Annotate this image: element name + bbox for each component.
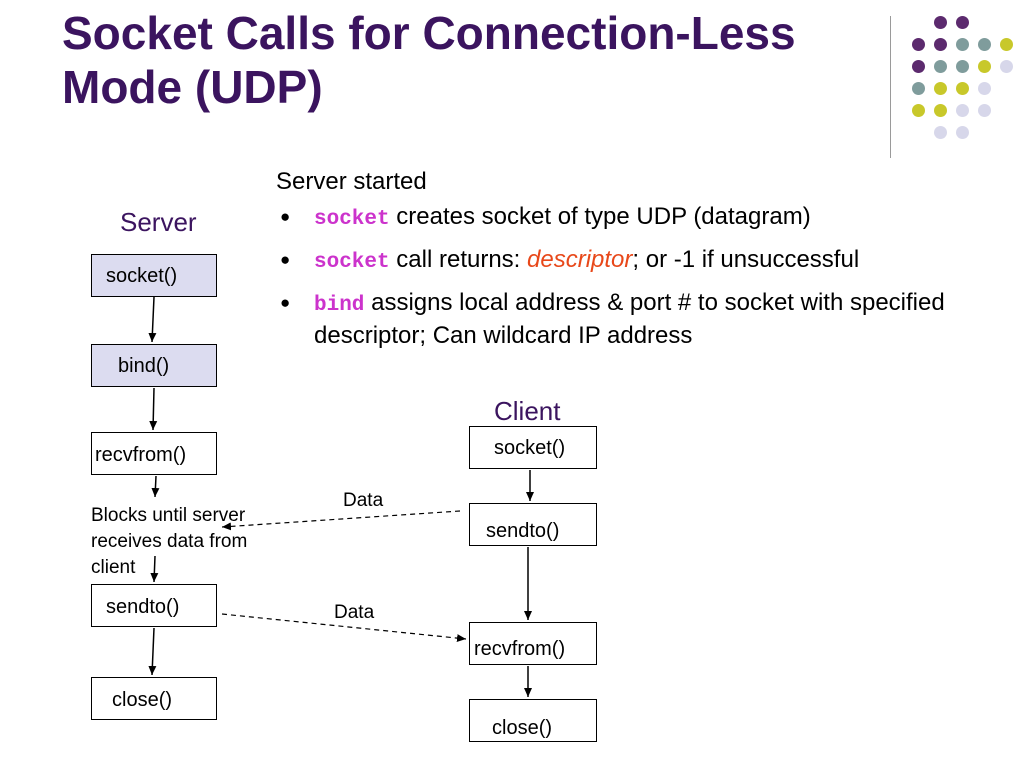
decorative-dot	[934, 82, 947, 95]
code-socket: socket	[314, 251, 390, 274]
decorative-dot	[912, 104, 925, 117]
decorative-dot	[956, 16, 969, 29]
arrow-socket-to-bind	[148, 296, 157, 343]
arrow-data-request	[221, 510, 461, 531]
client-sendto-label: sendto()	[486, 520, 560, 542]
explanation-text: Server started ● socket creates socket o…	[276, 167, 1016, 361]
title-line-1: Socket Calls for Connection-Less	[62, 7, 796, 59]
slide-title: Socket Calls for Connection-Less Mode (U…	[62, 6, 882, 114]
bullet-tail: ; or -1 if unsuccessful	[632, 246, 860, 273]
blocks-note-line-1: Blocks until server	[91, 505, 246, 526]
blocks-note-line-2: receives data from	[91, 531, 248, 552]
arrow-block-to-sendto	[150, 555, 159, 583]
decorative-dot	[934, 104, 947, 117]
bullet-socket-returns: ● socket call returns: descriptor; or -1…	[276, 245, 1016, 278]
server-label: Server	[120, 207, 197, 237]
server-recvfrom-box: recvfrom()	[91, 432, 217, 475]
data-label-reply: Data	[334, 602, 375, 623]
decorative-dot	[934, 60, 947, 73]
server-bind-box: bind()	[91, 344, 217, 387]
client-recvfrom-label: recvfrom()	[474, 638, 566, 660]
bullet-icon: ●	[280, 250, 291, 269]
client-label: Client	[494, 396, 561, 426]
server-socket-label: socket()	[106, 265, 178, 287]
decorative-dot	[978, 104, 991, 117]
code-socket: socket	[314, 208, 390, 231]
decorative-dot	[956, 104, 969, 117]
decorative-dot	[978, 82, 991, 95]
decorative-dot	[1000, 60, 1013, 73]
arrow-recvfrom-to-block	[151, 475, 160, 498]
decorative-dot	[912, 82, 925, 95]
arrow-data-reply	[221, 613, 467, 643]
server-recvfrom-label: recvfrom()	[95, 444, 187, 466]
title-line-2: Mode (UDP)	[62, 61, 323, 113]
server-close-label: close()	[112, 689, 173, 711]
server-bind-label: bind()	[118, 355, 170, 377]
data-label-request: Data	[343, 490, 384, 511]
decorative-dot	[934, 16, 947, 29]
decorative-dot	[934, 38, 947, 51]
decorative-dot	[912, 60, 925, 73]
server-sendto-box: sendto()	[91, 584, 217, 627]
bullet-bind: ● bind assigns local address & port # to…	[276, 288, 1016, 351]
decorative-dot	[956, 60, 969, 73]
client-close-box: close()	[469, 699, 597, 742]
decorative-dot	[934, 126, 947, 139]
client-sendto-box: sendto()	[469, 503, 597, 546]
decorative-dot	[1000, 38, 1013, 51]
arrow-sendto-to-close	[148, 627, 157, 676]
arrow-bind-to-recvfrom	[149, 387, 158, 431]
bullet-text: assigns local address & port # to socket…	[314, 289, 945, 349]
client-recvfrom-box: recvfrom()	[469, 622, 597, 665]
bullet-text: call returns:	[389, 246, 528, 273]
intro-text: Server started	[276, 168, 427, 195]
blocks-note-line-3: client	[91, 557, 136, 578]
bullet-text: creates socket of type UDP (datagram)	[389, 203, 811, 230]
client-socket-box: socket()	[469, 426, 597, 469]
server-close-box: close()	[91, 677, 217, 720]
code-bind: bind	[314, 294, 365, 317]
client-close-label: close()	[492, 717, 553, 739]
header-divider	[890, 16, 891, 158]
decorative-dot	[956, 38, 969, 51]
decorative-dot	[978, 60, 991, 73]
blocks-note: Blocks until server receives data from c…	[91, 503, 247, 581]
decorative-dot	[912, 38, 925, 51]
server-socket-box: socket()	[91, 254, 217, 297]
server-sendto-label: sendto()	[106, 596, 180, 618]
bullet-icon: ●	[280, 207, 291, 226]
descriptor-term: descriptor	[527, 246, 633, 273]
decorative-dot	[978, 38, 991, 51]
bullet-socket-creates: ● socket creates socket of type UDP (dat…	[276, 202, 1016, 235]
decorative-dot	[956, 82, 969, 95]
client-socket-label: socket()	[494, 437, 566, 459]
bullet-icon: ●	[280, 293, 291, 312]
decorative-dot	[956, 126, 969, 139]
